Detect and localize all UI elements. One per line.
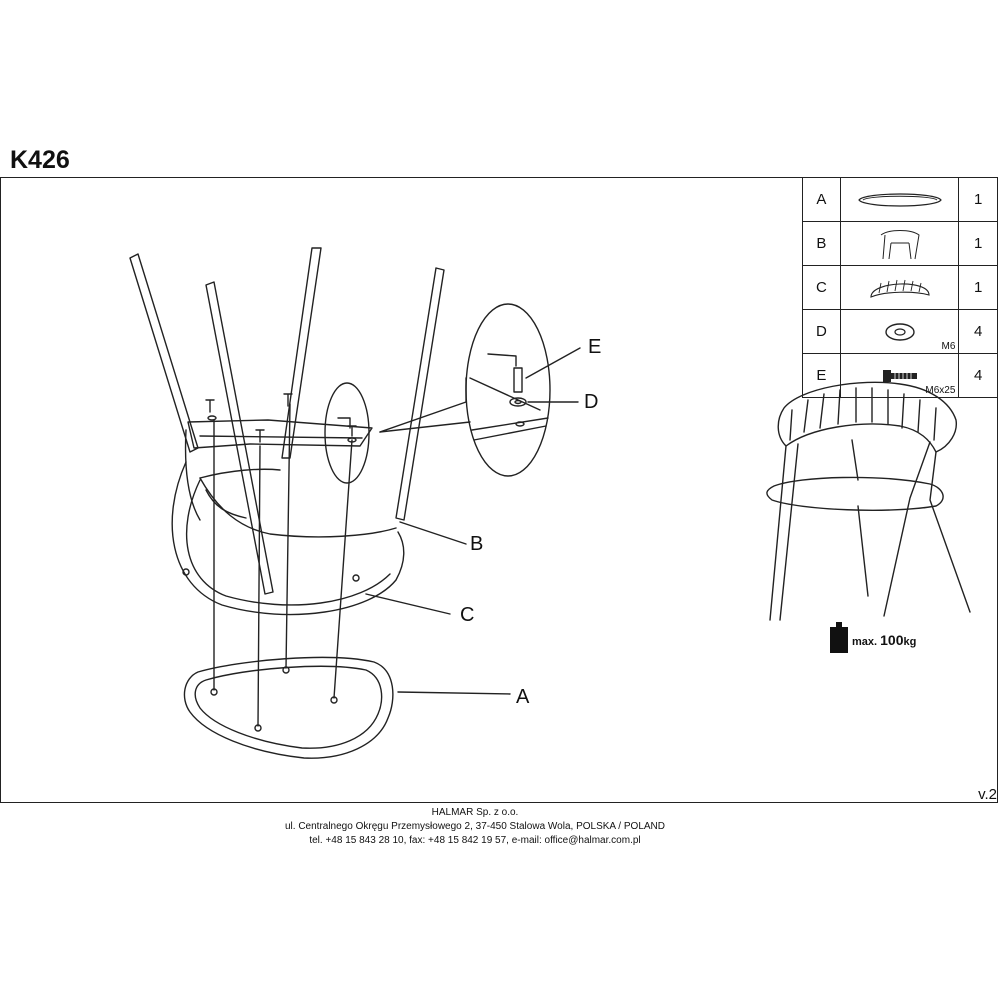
callout-d: D [584, 391, 599, 413]
footer-address: ul. Centralnego Okręgu Przemysłowego 2, … [284, 821, 665, 832]
weight-icon [830, 622, 848, 653]
max-load: max. 100kg [852, 632, 916, 648]
max-load-prefix: max. [852, 636, 878, 648]
max-load-unit: kg [903, 636, 917, 648]
parts-row: D M6 4 [802, 309, 998, 354]
part-qty: 1 [958, 265, 998, 310]
max-load-value: 100 [880, 632, 904, 648]
callout-a: A [516, 686, 530, 708]
footer-contact: tel. +48 15 843 28 10, fax: +48 15 842 1… [309, 835, 641, 846]
part-letter: B [802, 221, 841, 266]
part-letter: E [802, 353, 841, 398]
parts-row: A 1 [802, 177, 998, 222]
parts-row: C 1 [802, 265, 998, 310]
seat-cushion-icon [839, 177, 960, 222]
drawing-frame [0, 177, 998, 803]
assembled-chair-sketch [766, 381, 971, 621]
callout-c: C [460, 604, 475, 626]
part-qty: 1 [958, 177, 998, 222]
part-qty: 4 [958, 309, 998, 354]
bolt-icon: M6x25 [839, 353, 960, 398]
part-letter: D [802, 309, 841, 354]
part-letter: A [802, 177, 841, 222]
parts-table: A 1 B 1 C 1 D M6 4 E M6x25 4 [802, 177, 998, 398]
part-letter: C [802, 265, 841, 310]
parts-row: B 1 [802, 221, 998, 266]
part-spec: M6 [941, 341, 956, 352]
version-label: v.2 [978, 786, 997, 803]
part-qty: 4 [958, 353, 998, 398]
washer-icon: M6 [839, 309, 960, 354]
footer-company: HALMAR Sp. z o.o. [431, 807, 519, 818]
model-code: K426 [10, 146, 70, 174]
chair-frame-icon [839, 221, 960, 266]
backrest-icon [839, 265, 960, 310]
callout-b: B [470, 533, 484, 555]
footer: HALMAR Sp. z o.o. ul. Centralnego Okręgu… [0, 806, 950, 848]
part-qty: 1 [958, 221, 998, 266]
callout-e: E [588, 336, 602, 358]
parts-row: E M6x25 4 [802, 353, 998, 398]
part-spec: M6x25 [925, 385, 956, 396]
